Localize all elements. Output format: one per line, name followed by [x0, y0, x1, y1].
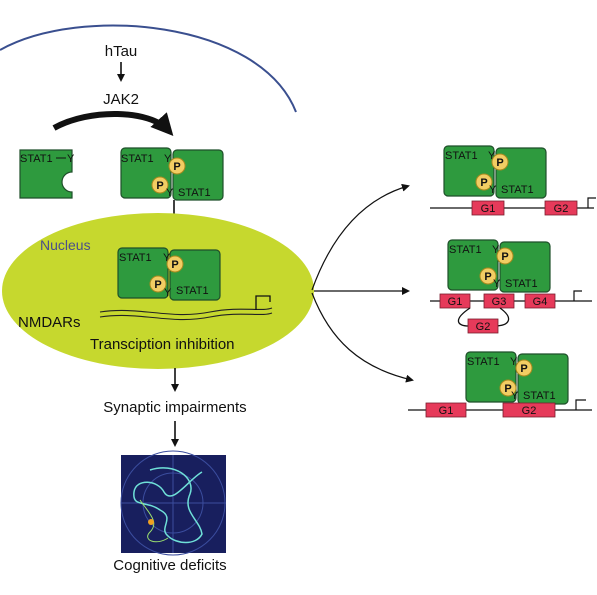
svg-text:Y: Y: [166, 187, 174, 199]
cognitive-label: Cognitive deficits: [113, 557, 226, 574]
synaptic-label: Synaptic impairments: [103, 399, 246, 416]
nmdars-label: NMDARs: [18, 314, 81, 331]
stat1-monomer: [19, 149, 73, 199]
svg-text:P: P: [504, 383, 511, 395]
svg-text:P: P: [154, 279, 161, 291]
svg-text:P: P: [484, 271, 491, 283]
svg-text:G4: G4: [533, 296, 548, 308]
svg-text:STAT1: STAT1: [176, 285, 209, 297]
svg-text:STAT1: STAT1: [467, 356, 500, 368]
svg-text:G2: G2: [554, 203, 569, 215]
stat1-monomer-y: Y: [67, 153, 75, 165]
transcription-label: Transciption inhibition: [90, 336, 235, 353]
svg-text:STAT1: STAT1: [121, 153, 154, 165]
svg-text:Y: Y: [164, 153, 172, 165]
branch-arrow-bottom: [311, 292, 414, 383]
svg-text:STAT1: STAT1: [449, 244, 482, 256]
cell-membrane: [0, 24, 297, 113]
svg-text:P: P: [496, 157, 503, 169]
svg-text:P: P: [156, 180, 163, 192]
svg-text:G2: G2: [476, 321, 491, 333]
stat1-dimer-nucleus: P P STAT1 Y Y STAT1: [117, 247, 221, 301]
nucleus-dna-1: [99, 307, 273, 316]
svg-text:STAT1: STAT1: [178, 187, 211, 199]
phosphorylation-arrow: [52, 111, 174, 136]
nucleus-label: Nucleus: [40, 237, 91, 253]
svg-text:STAT1: STAT1: [505, 278, 538, 290]
svg-text:P: P: [520, 363, 527, 375]
htau-label: hTau: [105, 43, 138, 60]
gene-panel-2: P P STAT1 Y Y STAT1 G1 G3 G4 G2: [430, 239, 592, 334]
svg-text:G1: G1: [439, 405, 454, 417]
nucleus-dna-2: [99, 312, 273, 321]
svg-text:Y: Y: [489, 184, 497, 196]
svg-text:P: P: [171, 259, 178, 271]
svg-text:P: P: [501, 251, 508, 263]
water-maze-track-image: [120, 450, 226, 556]
gene-panel-1: P P STAT1 Y Y STAT1 G1 G2: [430, 145, 596, 216]
svg-text:G1: G1: [448, 296, 463, 308]
svg-text:P: P: [480, 177, 487, 189]
stat1-dimer-cytoplasm: P P STAT1 Y Y STAT1: [120, 147, 224, 201]
stat1-monomer-label: STAT1: [20, 153, 53, 165]
svg-text:STAT1: STAT1: [119, 252, 152, 264]
jak2-label: JAK2: [103, 91, 139, 108]
svg-text:G2: G2: [522, 405, 537, 417]
svg-text:STAT1: STAT1: [501, 184, 534, 196]
svg-text:G3: G3: [492, 296, 507, 308]
svg-text:STAT1: STAT1: [445, 150, 478, 162]
svg-text:Y: Y: [164, 287, 172, 299]
svg-text:Y: Y: [493, 278, 501, 290]
svg-text:Y: Y: [511, 390, 519, 402]
gene-panel-3: P P STAT1 Y Y STAT1 G1 G2: [408, 351, 592, 418]
nucleus-promoter: [255, 295, 271, 310]
svg-text:G1: G1: [481, 203, 496, 215]
branch-arrow-top: [311, 183, 410, 291]
svg-text:Y: Y: [488, 150, 496, 162]
svg-text:Y: Y: [492, 244, 500, 256]
svg-text:STAT1: STAT1: [523, 390, 556, 402]
svg-text:Y: Y: [163, 252, 171, 264]
svg-text:P: P: [173, 161, 180, 173]
svg-text:Y: Y: [510, 356, 518, 368]
